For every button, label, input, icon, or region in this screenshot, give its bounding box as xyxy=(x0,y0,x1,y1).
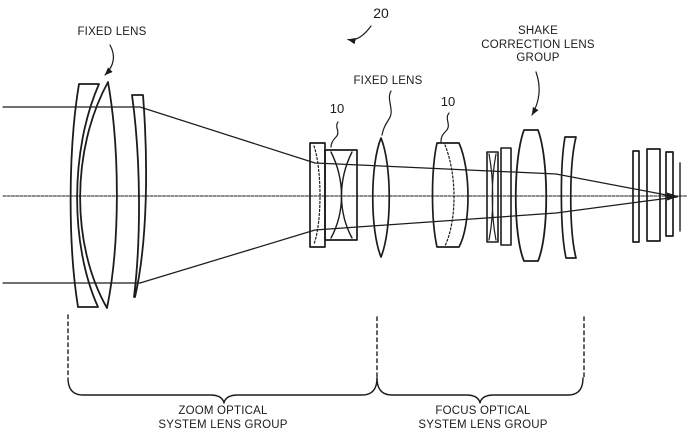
small-plate-element xyxy=(500,147,512,246)
zoom-group-label-line2: SYSTEM LENS GROUP xyxy=(158,418,288,431)
focus-group-label-line2: SYSTEM LENS GROUP xyxy=(418,418,548,431)
ref20-arrow xyxy=(347,25,372,45)
front-lens-element-1 xyxy=(69,83,100,308)
middle-fixed-lens-label: FIXED LENS xyxy=(353,75,423,87)
group10b-cemented-surface xyxy=(444,144,455,247)
group10a-cemented-surface xyxy=(313,145,321,245)
zoom-group-label: ZOOM OPTICAL SYSTEM LENS GROUP xyxy=(158,405,287,432)
front-fixed-lens-arrow xyxy=(104,44,115,76)
front-lens-element-2 xyxy=(79,81,118,309)
group10b-doublet xyxy=(431,142,469,248)
rear-meniscus-lens xyxy=(560,136,577,259)
upper-marginal-ray xyxy=(2,106,678,198)
shake-correction-label: SHAKE CORRECTION LENS GROUP xyxy=(481,25,595,66)
middle-fixed-lens xyxy=(371,137,391,258)
shake-correction-label-line3: GROUP xyxy=(516,52,560,64)
filter-plate-2 xyxy=(646,148,661,242)
group10a-inner-surface-left xyxy=(330,151,343,239)
group10a-inner-surface-right xyxy=(340,151,353,239)
small-lens-surface-right xyxy=(491,153,497,241)
ref10-first-label: 10 xyxy=(329,101,345,116)
group10a-doublet-outline xyxy=(324,149,358,241)
focus-group-label-line1: FOCUS OPTICAL xyxy=(435,405,531,417)
filter-plate-3 xyxy=(665,151,674,237)
front-fixed-lens-label: FIXED LENS xyxy=(77,26,147,38)
ref10-second-label: 10 xyxy=(440,94,456,109)
middle-fixed-lens-leader xyxy=(381,90,392,136)
shake-correction-label-line1: SHAKE xyxy=(517,25,558,37)
zoom-group-brace xyxy=(67,377,378,404)
focus-group-brace xyxy=(376,377,584,404)
ref10-first-leader xyxy=(330,121,339,148)
shake-group-arrow xyxy=(531,71,540,116)
zoom-group-label-line1: ZOOM OPTICAL xyxy=(178,405,268,417)
shake-correction-lens xyxy=(514,129,548,262)
ref10-second-leader xyxy=(440,112,450,143)
focus-group-label: FOCUS OPTICAL SYSTEM LENS GROUP xyxy=(418,405,547,432)
filter-plate-1 xyxy=(632,150,640,243)
front-lens-element-3 xyxy=(131,94,147,298)
shake-correction-label-line2: CORRECTION LENS xyxy=(481,38,595,51)
small-lens-cell xyxy=(486,151,499,243)
ref20-label: 20 xyxy=(373,5,389,21)
group10a-flat-plate xyxy=(309,142,326,248)
